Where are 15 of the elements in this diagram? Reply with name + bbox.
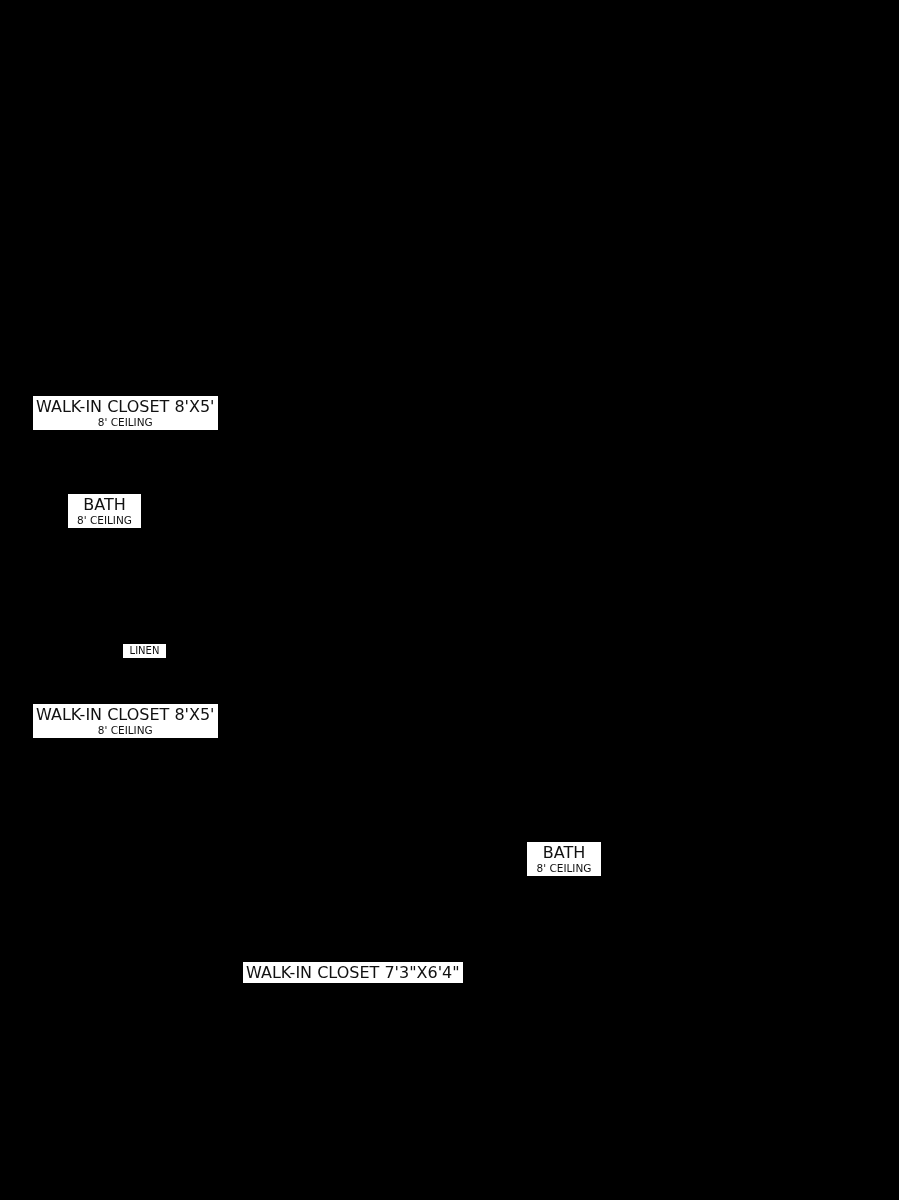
room-label <box>123 644 166 658</box>
room-name: WALK-IN CLOSET 7'3"X6'4" <box>246 963 460 983</box>
room-name: BATH <box>82 495 127 515</box>
room-label <box>68 494 141 528</box>
ceiling-height: 8' CEILING <box>76 514 133 527</box>
ceiling-height: 8' CEILING <box>535 862 593 875</box>
room-name: WALK-IN CLOSET 8'X5' <box>36 705 215 725</box>
room-name: LINEN <box>128 645 161 657</box>
room-label <box>33 396 218 430</box>
ceiling-height: 8' CEILING <box>96 416 154 429</box>
room-name: WALK-IN CLOSET 8'X5' <box>36 397 215 417</box>
ceiling-height: 8' CEILING <box>96 724 154 737</box>
room-name: BATH <box>541 843 587 863</box>
room-label <box>33 704 218 738</box>
room-label <box>527 842 601 876</box>
